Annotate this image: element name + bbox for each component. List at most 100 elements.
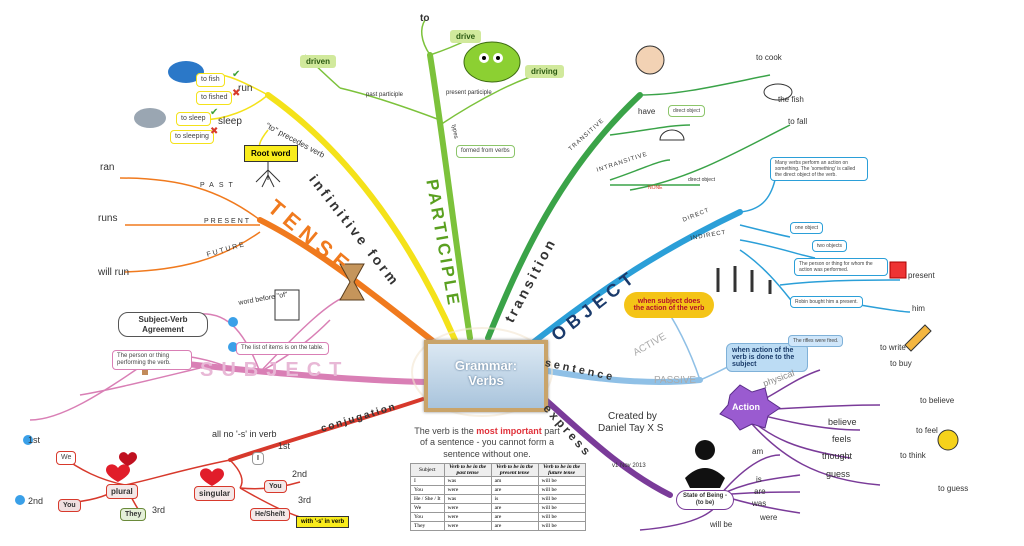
express-was: was xyxy=(752,499,767,508)
express-to-guess: to guess xyxy=(938,484,969,493)
tense-past: PAST xyxy=(200,182,238,189)
conjugation-first-right: 1st xyxy=(278,441,291,451)
conjugation-second-left: 2nd xyxy=(28,496,44,506)
transition-to-fall: to fall xyxy=(788,117,808,126)
conjugation-plural-box: plural xyxy=(106,484,138,499)
author-line2: Daniel Tay X S xyxy=(598,423,664,434)
table-header: Verb to be in the present tense xyxy=(490,463,539,477)
express-thought: thought xyxy=(822,451,853,461)
center-topic: Grammar: Verbs xyxy=(424,340,548,412)
author-version: v1 Nov 2013 xyxy=(612,463,646,469)
tense-will-run: will run xyxy=(98,267,130,278)
fish-drawing xyxy=(763,83,793,101)
to-fished-box: to fished xyxy=(196,91,233,106)
check-icon: ✔ xyxy=(210,107,219,118)
sentence-passive: PASSIVE xyxy=(654,375,697,386)
clipboard-illustration xyxy=(274,289,300,321)
table-header: Subject xyxy=(410,463,445,477)
branch-sentence xyxy=(539,367,703,385)
conjugation-he-she-it-box: He/She/It xyxy=(250,508,290,521)
umbrella-illustration xyxy=(659,129,685,141)
conjugation-third-right: 3rd xyxy=(298,495,312,505)
express-to-feel: to feel xyxy=(916,426,938,435)
participle-present: present participle xyxy=(446,90,492,96)
branch-infinitive xyxy=(265,92,458,343)
passive-desc-box: when action of the verb is done to the s… xyxy=(726,343,808,372)
smiley-face-icon xyxy=(937,429,959,451)
pencil-illustration xyxy=(904,324,932,352)
subject-verb-agreement-box: Subject-Verb Agreement xyxy=(118,312,208,338)
express-are: are xyxy=(754,487,766,496)
fish-illustration xyxy=(168,61,204,83)
conjugation-with-s-box: with '-s' in verb xyxy=(296,516,350,528)
intro-highlight: most important xyxy=(476,426,542,436)
object-two-box: two objects xyxy=(812,240,848,252)
cross-icon: ✖ xyxy=(232,88,241,99)
express-to-buy: to buy xyxy=(890,359,912,368)
express-to-write: to write xyxy=(880,343,906,352)
heart-icon xyxy=(106,464,130,482)
branch-tense xyxy=(257,217,441,348)
transition-direct-object: direct object xyxy=(688,177,715,183)
gift-illustration xyxy=(889,261,907,279)
express-feels: feels xyxy=(832,434,852,444)
participle-drive: drive xyxy=(450,30,482,43)
check-icon: ✔ xyxy=(232,69,241,80)
conjugation-first-left: 1st xyxy=(28,435,41,445)
cross-icon: ✖ xyxy=(210,126,219,137)
transition-direct-object-box: direct object xyxy=(668,105,705,117)
chef-illustration xyxy=(635,45,665,75)
root-word-box: Root word xyxy=(244,145,298,162)
soldiers-illustration xyxy=(716,266,772,294)
object-indirect-desc-box: The person or thing for whom the action … xyxy=(794,258,888,276)
participle-past: past participle xyxy=(366,92,404,98)
transition-the-fish: the fish xyxy=(778,95,804,104)
conjugation-singular-box: singular xyxy=(194,486,236,501)
express-believe: believe xyxy=(828,417,857,427)
tense-runs: runs xyxy=(98,213,118,224)
conjugation-they-box: They xyxy=(120,508,147,521)
tense-present: PRESENT xyxy=(204,218,252,225)
author-line1: Created by xyxy=(608,411,657,422)
hourglass-illustration xyxy=(339,263,365,301)
object-example-box: Robin bought him a present. xyxy=(790,296,863,308)
express-am: am xyxy=(752,447,764,456)
participle-to: to xyxy=(420,13,430,24)
tense-ran: ran xyxy=(100,162,115,173)
active-desc-burst: when subject does the action of the verb xyxy=(624,292,714,318)
to-fish-box: to fish xyxy=(196,73,225,88)
to-sleeping-box: to sleeping xyxy=(170,130,214,145)
branch-express xyxy=(537,392,673,498)
branch-participle xyxy=(427,52,473,341)
express-state-box: State of Being - (to be) xyxy=(676,490,734,511)
subject-desc-box: The person or thing performing the verb. xyxy=(112,350,192,371)
infinitive-sleep: sleep xyxy=(218,116,242,127)
conjugation-we-box: We xyxy=(56,451,77,466)
table-header: Verb to be in the past tense xyxy=(443,463,492,477)
action-star xyxy=(719,384,781,431)
transition-to-cook: to cook xyxy=(756,53,782,62)
express-to-think: to think xyxy=(900,451,926,460)
transition-none: NONE xyxy=(648,185,663,191)
object-desc-box: Many verbs perform an action on somethin… xyxy=(770,157,868,181)
conjugation-second-right: 2nd xyxy=(292,469,308,479)
branch-object xyxy=(527,209,743,348)
car-illustration xyxy=(463,41,521,83)
express-action: Action xyxy=(732,402,760,412)
conjugation-i-box: I xyxy=(252,452,264,465)
tree-roots-illustration xyxy=(255,160,281,188)
table-header: Verb to be in the future tense xyxy=(537,463,586,477)
object-present: present xyxy=(908,271,935,280)
heart-icon xyxy=(200,468,224,486)
intro-text: The verb is the most important part of a… xyxy=(414,426,560,459)
heart-icon xyxy=(119,452,137,466)
conjugation-you-box-left: You xyxy=(58,499,81,512)
conjugation-you-box-right: You xyxy=(264,480,287,493)
center-title-line1: Grammar: xyxy=(454,358,518,373)
